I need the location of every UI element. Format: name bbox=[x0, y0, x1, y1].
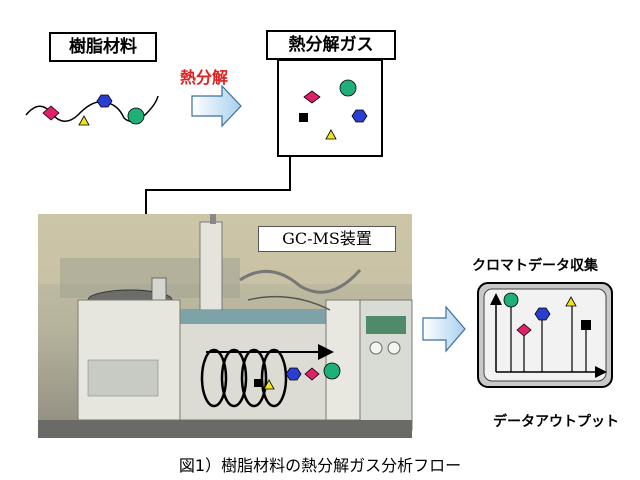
data-output-label: データアウトプット bbox=[493, 414, 619, 430]
peak-hexagon bbox=[534, 307, 551, 321]
column-diamond bbox=[304, 367, 320, 381]
chromatogram-panel bbox=[477, 282, 613, 388]
pyrolysis-label: 熱分解 bbox=[180, 68, 229, 87]
column-triangle bbox=[263, 379, 275, 390]
peak-diamond bbox=[516, 323, 532, 337]
gc-column-coil bbox=[200, 344, 341, 408]
peak-square bbox=[581, 320, 591, 330]
gc-oven bbox=[179, 309, 331, 421]
gcms-label: GC-MS装置 bbox=[258, 226, 396, 252]
column-hexagon bbox=[285, 367, 302, 381]
peak-triangle bbox=[565, 296, 577, 307]
diamond-unit bbox=[42, 105, 60, 121]
chromatogram-collection-label: クロマトデータ収集 bbox=[472, 258, 598, 274]
resin-label: 樹脂材料 bbox=[49, 32, 157, 62]
gas-square bbox=[299, 113, 308, 122]
gas-circle bbox=[339, 79, 357, 97]
column-square bbox=[254, 379, 262, 387]
gas-triangle bbox=[325, 129, 337, 140]
triangle-unit bbox=[78, 115, 90, 126]
data-arrow bbox=[422, 305, 466, 353]
gas-diamond bbox=[303, 90, 321, 104]
pyrolysis-arrow bbox=[191, 84, 242, 128]
pyrolysis-gas-box bbox=[277, 59, 383, 157]
column-circle bbox=[323, 362, 341, 380]
pyrolysis-gas-label: 熱分解ガス bbox=[266, 30, 396, 60]
resin-molecule-chain bbox=[25, 94, 159, 126]
hexagon-unit bbox=[96, 94, 113, 108]
figure-caption: 図1）樹脂材料の熱分解ガス分析フロー bbox=[178, 456, 462, 475]
circle-unit bbox=[127, 107, 145, 125]
gas-hexagon bbox=[351, 109, 368, 123]
peak-circle bbox=[503, 292, 519, 308]
